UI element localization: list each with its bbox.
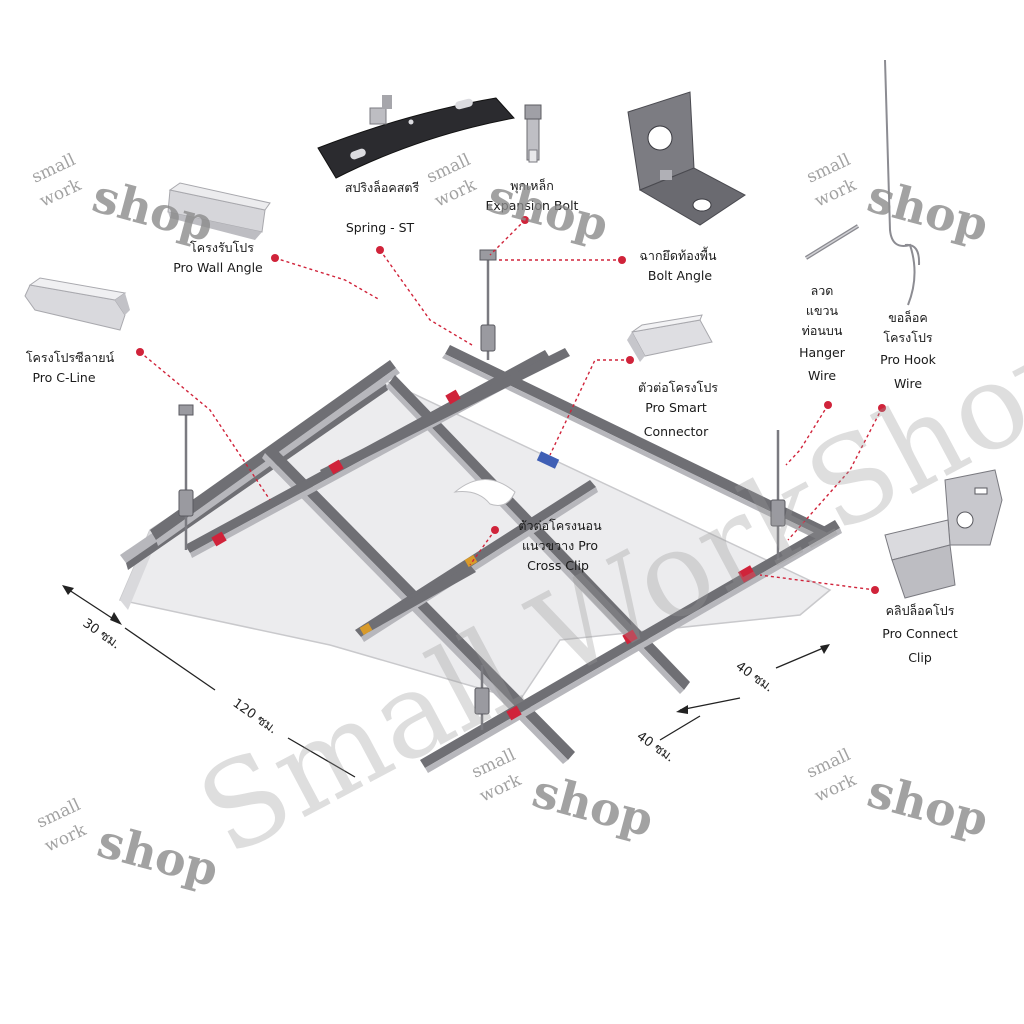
cross-channels — [185, 348, 842, 773]
dimension-40cm-b: 40 ซม. — [634, 697, 741, 765]
watermark-logo-3: small work shop — [804, 150, 994, 252]
c-line-part-icon — [24, 277, 130, 331]
board-cutout — [453, 479, 516, 506]
expansion-bolt-part-icon — [524, 104, 542, 163]
bolt-angle-label-th: ฉากยึดท้องพื้น — [639, 246, 717, 263]
connect-clip-label-en2: Clip — [908, 650, 932, 665]
hook-wire-label-th1: ขอล็อค — [888, 310, 928, 325]
callout-connect-clip: คลิปล็อคโปร Pro Connect Clip — [882, 603, 958, 665]
callout-bolt-angle: ฉากยึดท้องพื้น Bolt Angle — [639, 246, 717, 283]
expansion-bolt-label-en: Expansion Bolt — [486, 198, 579, 213]
bolt-angle-part-icon — [627, 91, 746, 226]
hanger-brackets — [178, 249, 786, 715]
bolt-angle-label-en: Bolt Angle — [648, 268, 712, 283]
smart-connector-part-icon — [627, 314, 713, 362]
callout-wall-angle: โครงรับโปร Pro Wall Angle — [173, 240, 263, 275]
wall-angle-label-th: โครงรับโปร — [190, 240, 254, 255]
smart-connector-label-en1: Pro Smart — [645, 400, 707, 415]
connect-clip-label-en1: Pro Connect — [882, 626, 958, 641]
dimension-40a-label: 40 ซม. — [733, 659, 776, 695]
hanger-wire-label-th3: ท่อนบน — [802, 323, 843, 338]
hook-wire-label-en2: Wire — [894, 376, 922, 391]
spring-st-part-icon — [317, 95, 515, 179]
smart-connector-label-en2: Connector — [644, 424, 709, 439]
watermark-logo-5: small work shop — [804, 745, 994, 847]
hanger-wire-label-th2: แขวน — [806, 303, 839, 318]
hanger-wire-part-icon — [804, 224, 860, 260]
expansion-bolt-label-th: พุกเหล็ก — [510, 178, 554, 194]
wall-angle-part-icon — [167, 182, 271, 240]
callout-expansion-bolt: พุกเหล็ก Expansion Bolt — [486, 178, 579, 213]
smart-connector-label-th: ตัวต่อโครงโปร — [638, 380, 718, 395]
hook-wire-part-icon — [884, 59, 921, 306]
furring-channels — [262, 345, 828, 764]
cross-clip-label-en: Cross Clip — [527, 558, 589, 573]
callout-hook-wire: ขอล็อค โครงโปร Pro Hook Wire — [880, 310, 936, 391]
callout-c-line: โครงโปรซีลายน์ Pro C-Line — [26, 350, 115, 385]
svg-text:shop: shop — [862, 763, 994, 847]
hanger-wire-label-en1: Hanger — [799, 345, 846, 360]
svg-text:shop: shop — [92, 813, 224, 897]
c-line-label-th: โครงโปรซีลายน์ — [26, 350, 115, 365]
svg-text:shop: shop — [527, 763, 659, 847]
callout-spring: สปริงล็อคสตรี Spring - ST — [345, 180, 420, 235]
callout-cross-clip: ตัวต่อโครงนอน แนวขวาง Pro Cross Clip — [518, 518, 602, 573]
cross-clip-label-th1: ตัวต่อโครงนอน — [518, 518, 602, 533]
callout-hanger-wire: ลวด แขวน ท่อนบน Hanger Wire — [799, 283, 846, 383]
hanger-wire-label-th1: ลวด — [811, 283, 834, 298]
spring-label-en: Spring - ST — [346, 220, 415, 235]
dimension-40cm-a: 40 ซม. — [733, 644, 830, 695]
cross-clips — [211, 389, 757, 721]
dimension-30cm: 30 ซม. — [62, 585, 123, 652]
cross-clip-label-th2: แนวขวาง Pro — [522, 538, 598, 553]
svg-text:shop: shop — [87, 168, 219, 252]
callout-leaders — [136, 216, 886, 594]
hook-wire-label-th2: โครงโปร — [883, 330, 933, 345]
c-line-label-en: Pro C-Line — [32, 370, 95, 385]
svg-text:shop: shop — [862, 168, 994, 252]
connect-clip-part-icon — [884, 469, 1003, 599]
watermark-logo-6: small work shop — [34, 795, 224, 897]
watermark-logo-1: small work shop — [29, 150, 219, 252]
callout-smart-connector: ตัวต่อโครงโปร Pro Smart Connector — [638, 380, 718, 439]
connect-clip-label-th: คลิปล็อคโปร — [886, 603, 955, 618]
watermark-logo-2: small work shop — [424, 150, 614, 252]
spring-label-th: สปริงล็อคสตรี — [345, 180, 420, 195]
wall-angle-label-en: Pro Wall Angle — [173, 260, 263, 275]
hanger-wire-label-en2: Wire — [808, 368, 836, 383]
hook-wire-label-en1: Pro Hook — [880, 352, 936, 367]
